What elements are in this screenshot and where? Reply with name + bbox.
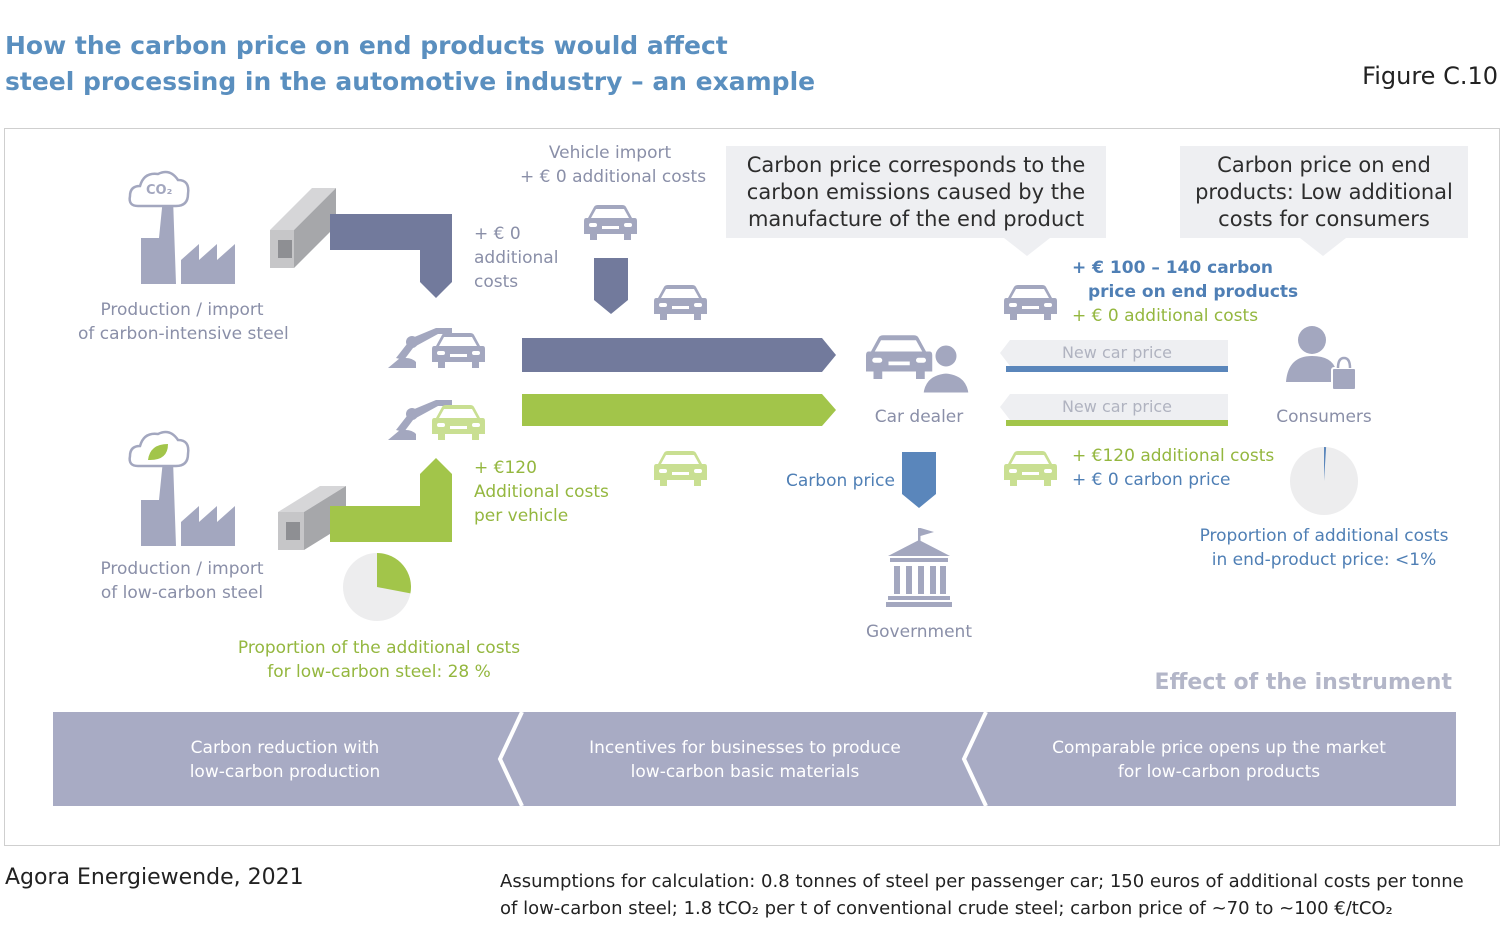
green-costs-label: + €120 Additional costs per vehicle [474,456,609,528]
zero-costs-line-2: additional [474,248,559,268]
consumer-share-line-1: Proportion of additional costs [1199,526,1449,546]
title-line-1: How the carbon price on end products wou… [5,31,728,60]
callout-right-pointer [1300,238,1346,256]
effect-step-1-shape [53,712,524,806]
assumptions-text: Assumptions for calculation: 0.8 tonnes … [500,868,1464,922]
effect-step-2-line-1: Incentives for businesses to produce [589,738,901,758]
effect-divider-1 [497,711,524,807]
callout-right-line-2: products: Low additional [1195,180,1453,204]
effect-step-1: Carbon reduction with low-carbon product… [80,736,490,784]
pie-steel-share [343,553,412,621]
car-icon-assembly-top [432,333,485,368]
car-icon-green-small [654,451,707,486]
callout-left-line-1: Carbon price corresponds to the [746,153,1086,177]
assumptions-line-1: Assumptions for calculation: 0.8 tonnes … [500,871,1464,892]
callout-left-line-2: carbon emissions caused by the [746,180,1086,204]
production-lowcarbon-line-2: of low-carbon steel [100,583,264,603]
production-lowcarbon-label: Production / import of low-carbon steel [78,557,286,605]
page-title: How the carbon price on end products wou… [5,28,815,100]
steel-share-line-1: Proportion of the additional costs [237,638,521,658]
effect-step-3-line-2: for low-carbon products [1117,762,1321,782]
car-icon-right-top [1004,285,1057,320]
steel-share-line-2: for low-carbon steel: 28 % [267,662,491,682]
effect-step-3-shape [964,712,1456,806]
factory-icon-lowcarbon [141,460,235,546]
arrow-long-slate [522,338,836,372]
production-intensive-line-1: Production / import [100,300,264,320]
car-dealer-icon [866,335,972,396]
new-car-price-bar-top [1000,340,1228,372]
green-costs-line-2: Additional costs [474,482,609,502]
figure-label: Figure C.10 [1362,62,1498,90]
consumer-share-line-2: in end-product price: <1% [1211,550,1437,570]
green-costs-line-1: + €120 [474,458,537,478]
new-car-price-bar-bottom [1000,394,1228,426]
vehicle-import-line-1: Vehicle import [548,143,672,163]
assumptions-line-2: of low-carbon steel; 1.8 tCO₂ per t of c… [500,898,1393,919]
consumers-label: Consumers [1276,407,1372,427]
carbon-price-label: Carbon price [786,471,895,491]
consumer-icon [1286,326,1357,391]
leaf-cloud-icon [128,430,190,468]
green-costs-line-3: per vehicle [474,506,569,526]
arrow-import [594,258,628,314]
steel-beam-icon-intensive [270,188,336,268]
consumer-share-caption: Proportion of additional costs in end-pr… [1184,524,1464,572]
car-icon-import [584,205,637,240]
government-label: Government [865,622,973,642]
vehicle-import-label: Vehicle import + € 0 additional costs [520,141,707,189]
effect-divider-2 [961,711,988,807]
carbon-price-end-line-1: + € 100 – 140 carbon [1072,258,1274,278]
effect-title: Effect of the instrument [1154,670,1452,695]
effect-step-1-line-2: low-carbon production [189,762,381,782]
new-car-price-label-2: New car price [1061,397,1173,416]
steel-beam-icon-lowcarbon [278,486,346,550]
zero-carbon-label: + € 0 carbon price [1072,470,1231,490]
car-icon-right-bottom [1004,451,1057,486]
effect-step-2: Incentives for businesses to produce low… [530,736,960,784]
production-intensive-label: Production / import of carbon-intensive … [78,298,289,346]
diagram-frame [4,128,1500,846]
carbon-price-end-line-2: price on end products [1088,282,1299,302]
callout-left-line-3: manufacture of the end product [747,207,1085,231]
callout-left-pointer [1004,238,1050,256]
government-building-icon [886,528,952,607]
effect-step-1-line-1: Carbon reduction with [190,738,380,758]
co2-cloud-icon [128,170,190,208]
zero-additional-label: + € 0 additional costs [1072,306,1259,326]
factory-icon-intensive [141,198,235,284]
production-lowcarbon-line-1: Production / import [100,559,264,579]
production-intensive-line-2: of carbon-intensive steel [78,324,289,344]
steel-share-caption: Proportion of the additional costs for l… [228,636,530,684]
arrow-carbon-price [902,452,936,508]
callout-right: Carbon price on end products: Low additi… [1180,146,1468,238]
effect-step-2-shape [500,712,988,806]
zero-costs-line-1: + € 0 [474,224,521,244]
carbon-price-end-label: + € 100 – 140 carbon price on end produc… [1072,256,1298,304]
vehicle-import-line-2: + € 0 additional costs [520,167,707,187]
callout-left: Carbon price corresponds to the carbon e… [726,146,1106,238]
car-dealer-label: Car dealer [874,407,964,427]
arrow-long-green [522,394,836,426]
title-line-2: steel processing in the automotive indus… [5,67,816,96]
car-icon-assembly-bottom [432,405,485,440]
effect-step-3: Comparable price opens up the market for… [992,736,1446,784]
callout-right-line-3: costs for consumers [1218,207,1430,231]
new-car-price-label-1: New car price [1061,343,1173,362]
green-additional-label: + €120 additional costs [1072,446,1275,466]
effect-step-3-line-1: Comparable price opens up the market [1052,738,1386,758]
car-icon-import-2 [654,285,707,320]
source-label: Agora Energiewende, 2021 [5,865,304,890]
effect-step-2-line-2: low-carbon basic materials [630,762,860,782]
zero-costs-line-3: costs [474,272,519,292]
arrow-intensive-steel [330,214,452,298]
callout-right-line-1: Carbon price on end [1217,153,1431,177]
zero-costs-label: + € 0 additional costs [474,222,558,294]
co2-label: CO₂ [146,183,173,198]
arrow-lowcarbon-steel [330,458,452,542]
pie-consumer-share [1290,447,1358,515]
